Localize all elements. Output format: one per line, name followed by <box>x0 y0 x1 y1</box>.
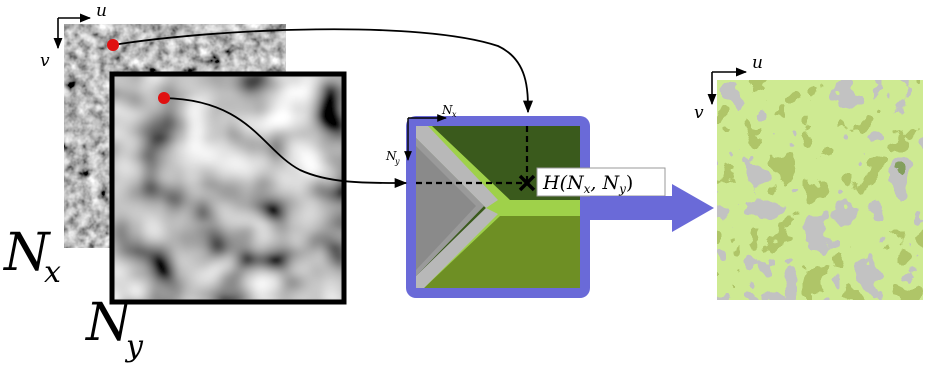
ny-noise-image <box>109 71 347 305</box>
svg-text:N: N <box>385 149 397 163</box>
lookup-guides <box>416 126 529 185</box>
arrow-right-icon <box>590 184 714 232</box>
right-uv-axes: u v <box>694 53 763 123</box>
output-terrain-map <box>717 80 923 300</box>
ny-label: N y <box>84 293 144 364</box>
svg-text:y: y <box>124 329 144 364</box>
svg-text:x: x <box>452 110 457 119</box>
sample-point-nx <box>107 39 119 51</box>
lookup-table <box>406 116 590 298</box>
x-cross-icon <box>518 174 536 192</box>
left-uv-axes: u v <box>40 1 107 71</box>
nx-label: N x <box>2 223 61 290</box>
v-axis-label: v <box>40 51 50 71</box>
v-axis-label-right: v <box>694 103 704 123</box>
svg-text:x: x <box>44 255 61 290</box>
u-axis-label: u <box>96 1 107 21</box>
svg-text:y: y <box>394 157 400 166</box>
u-axis-label-right: u <box>752 53 763 73</box>
svg-text:N: N <box>84 293 133 353</box>
table-axes: N x N y <box>385 103 457 166</box>
svg-text:N: N <box>441 103 453 117</box>
svg-text:N: N <box>2 223 51 283</box>
svg-text:H(Nx, Ny): H(Nx, Ny) <box>542 172 633 196</box>
connector-curves <box>112 28 534 189</box>
sample-point-ny <box>158 92 170 104</box>
h-function-label: H(Nx, Ny) <box>536 167 666 197</box>
